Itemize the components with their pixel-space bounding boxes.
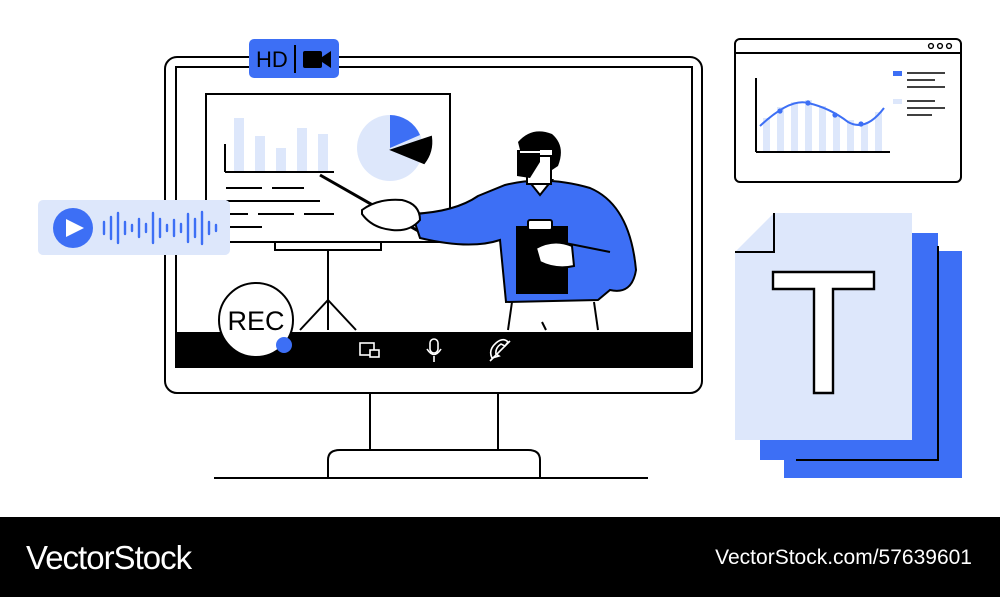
browser-line-series: [759, 101, 885, 127]
whiteboard-pie-chart: [357, 115, 433, 181]
presenter: [319, 131, 638, 331]
whiteboard-bar-chart: [234, 118, 328, 172]
rec-dot: [276, 337, 292, 353]
play-icon: [66, 219, 84, 237]
monitor-base: [327, 449, 541, 479]
browser-window: [734, 38, 962, 183]
brand-logo: VectorStock: [26, 539, 192, 576]
browser-bar-chart: [763, 100, 882, 151]
hd-label: HD: [256, 47, 288, 72]
text-document: [735, 213, 962, 478]
rec-label: REC: [227, 306, 284, 336]
monitor-neck: [369, 392, 499, 451]
text-T-icon: [771, 270, 876, 395]
image-url: VectorStock.com/57639601: [715, 546, 972, 569]
rec-badge: REC: [218, 282, 294, 358]
video-camera-icon: [303, 51, 331, 68]
microphone-icon: [426, 338, 442, 362]
audio-player: [38, 200, 230, 255]
phone-icon: [489, 338, 511, 362]
footer: VectorStock VectorStock.com/57639601: [0, 517, 1000, 597]
audio-waveform: [102, 210, 218, 246]
illustration: REC HD: [38, 38, 962, 479]
screen-share-icon: [359, 342, 380, 358]
hd-badge: HD: [249, 39, 339, 78]
